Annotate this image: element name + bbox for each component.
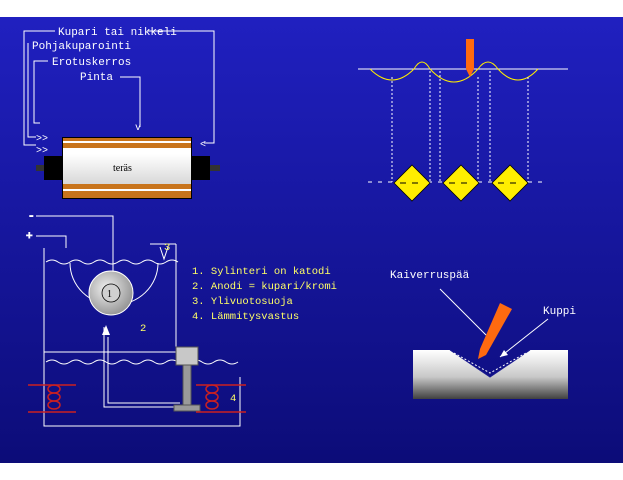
cup-pointer <box>499 318 549 358</box>
marker-1: 1 <box>107 289 112 300</box>
bracket-base <box>27 43 36 138</box>
cap-right <box>192 156 210 180</box>
diagram-slide: >> >> v < Kupari tai nikkeli Pohjakuparo… <box>0 17 623 463</box>
terminal-plus: + <box>26 231 33 243</box>
label-cup: Kuppi <box>543 306 576 318</box>
marker-2: 2 <box>140 323 146 335</box>
shaft-right <box>208 165 220 171</box>
svg-text:>>: >> <box>36 134 48 145</box>
bath-surface <box>45 259 179 265</box>
pipe-arrow <box>102 325 110 335</box>
tool-pointer <box>439 288 487 336</box>
label-steel: teräs <box>113 163 132 174</box>
label-surface: Pinta <box>80 72 113 84</box>
svg-text:<: < <box>200 140 206 151</box>
svg-text:>>: >> <box>36 146 48 157</box>
reservoir-surface <box>45 359 239 365</box>
engraving-stylus <box>478 303 512 359</box>
anode-wire <box>36 235 67 248</box>
pump-base <box>173 404 201 412</box>
legend-item-3: 3. Ylivuotosuoja <box>192 296 293 308</box>
bracket-surface <box>120 76 141 127</box>
layer-arrows: >> >> v < <box>36 123 206 157</box>
cylinder-surface <box>413 350 568 399</box>
cylinder-hub <box>101 283 121 303</box>
legend-item-4: 4. Lämmitysvastus <box>192 311 299 323</box>
engraving-pattern <box>358 39 568 202</box>
pump-shaft <box>182 364 192 410</box>
copper-layer-top-outer <box>63 138 191 141</box>
marker-4: 4 <box>230 393 236 405</box>
svg-text:v: v <box>135 123 141 134</box>
engraved-profile <box>369 61 539 83</box>
cap-left <box>44 156 62 180</box>
stylus-top <box>466 39 474 77</box>
diagram-canvas: >> >> v < Kupari tai nikkeli Pohjakuparo… <box>0 17 623 463</box>
heater-left <box>28 384 76 413</box>
layer-diagram <box>23 30 215 146</box>
cathode-wire <box>36 215 114 277</box>
inner-tank <box>43 244 177 353</box>
label-copper-nickel: Kupari tai nikkeli <box>58 27 177 39</box>
label-separation-layer: Erotuskerros <box>52 57 131 69</box>
return-pipe <box>103 327 182 408</box>
copper-layer-bottom <box>63 184 191 189</box>
heater-right <box>196 384 246 413</box>
engraving-head-diagram <box>413 288 568 399</box>
label-base-copper: Pohjakuparointi <box>32 41 131 53</box>
bracket-right <box>148 30 215 144</box>
label-engraving-head: Kaiverruspää <box>390 270 470 282</box>
shaft-left <box>36 165 46 171</box>
steel-cylinder: teräs <box>36 137 220 199</box>
bracket-copper <box>23 30 55 146</box>
legend-item-1: 1. Sylinteri on katodi <box>192 266 331 278</box>
terminal-minus: - <box>28 211 35 223</box>
marker-3: 3 <box>164 242 170 254</box>
pump-head <box>175 346 199 366</box>
bracket-separation <box>33 60 48 124</box>
copper-layer-top <box>63 143 191 148</box>
steel-core <box>63 154 191 184</box>
plating-bath: - + <box>26 211 241 427</box>
overflow-arrow <box>159 246 169 261</box>
copper-layer-bottom-outer <box>63 191 191 198</box>
legend-item-2: 2. Anodi = kupari/kromi <box>192 281 337 293</box>
